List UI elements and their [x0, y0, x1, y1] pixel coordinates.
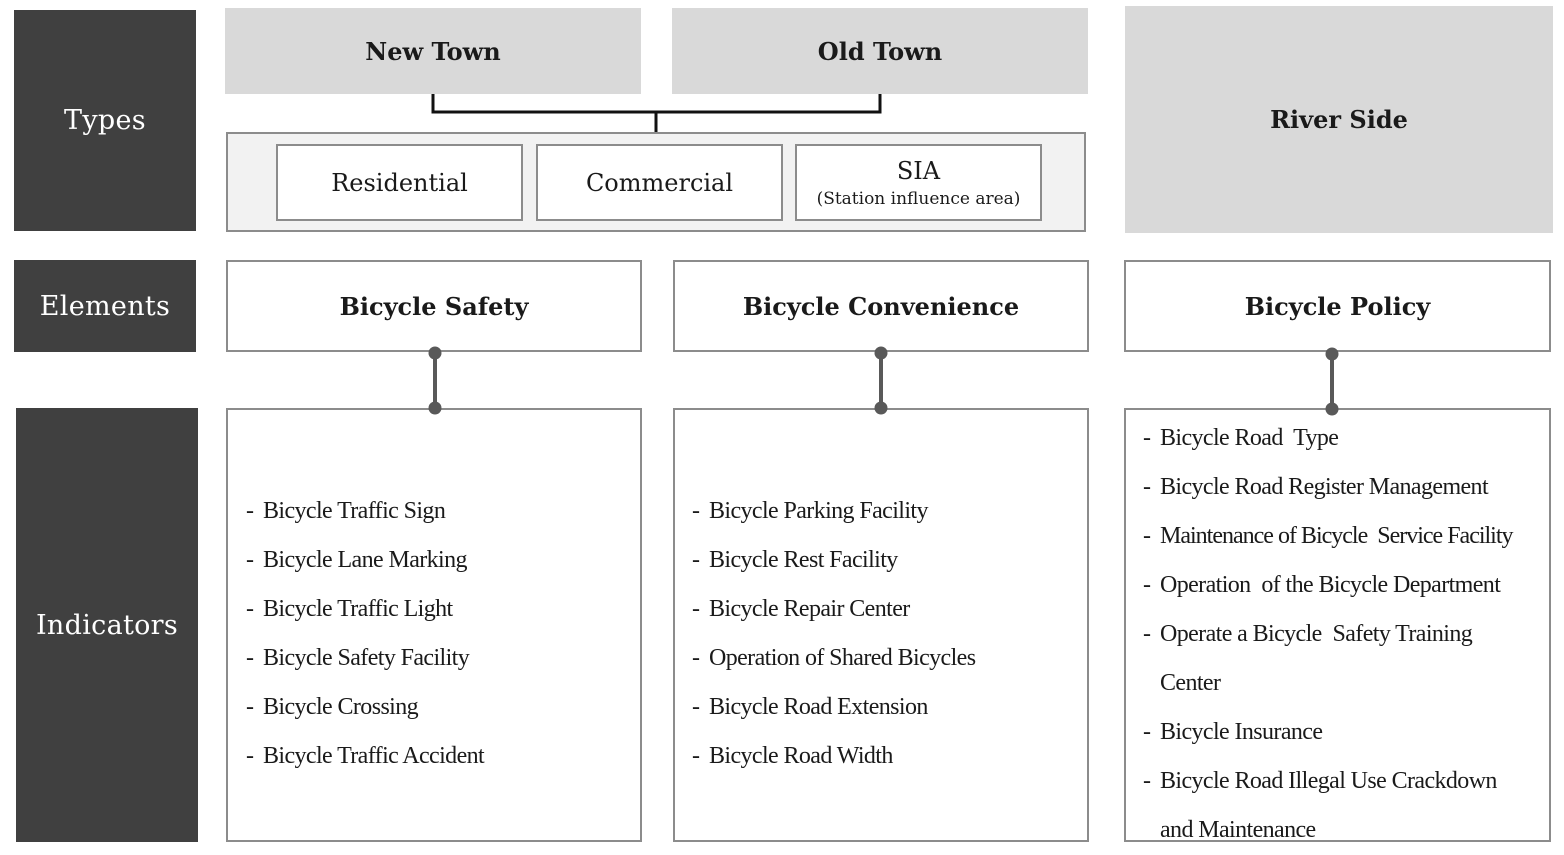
- indicator-text: Operation of Shared Bicycles: [709, 645, 976, 671]
- indicator-text: Bicycle Traffic Accident: [263, 743, 485, 769]
- list-item: -Bicycle Traffic Light: [246, 585, 484, 634]
- indicator-text: Bicycle Road Type: [1160, 425, 1339, 451]
- convenience-connector: [874, 346, 888, 415]
- list-dash: -: [1143, 523, 1151, 549]
- list-dash: -: [246, 547, 254, 573]
- list-item: -Bicycle Traffic Sign: [246, 487, 484, 536]
- row-label-elements: Elements: [14, 260, 196, 352]
- list-dash: -: [692, 547, 700, 573]
- list-dash: -: [1143, 768, 1151, 794]
- list-dash: -: [1143, 719, 1151, 745]
- indicator-text: Bicycle Lane Marking: [263, 547, 468, 573]
- indicators-policy-list: -Bicycle Road Type -Bicycle Road Registe…: [1143, 414, 1535, 855]
- type-old-town: Old Town: [672, 8, 1088, 94]
- list-item: -Bicycle Road Type: [1143, 414, 1535, 463]
- list-item: -Bicycle Parking Facility: [692, 487, 975, 536]
- list-item: -Bicycle Road Width: [692, 732, 975, 781]
- list-item: -Bicycle Repair Center: [692, 585, 975, 634]
- indicators-safety-list: -Bicycle Traffic Sign -Bicycle Lane Mark…: [246, 487, 485, 781]
- indicator-text: Maintenance of Bicycle Service Facility: [1160, 523, 1514, 549]
- indicator-text: Bicycle Rest Facility: [709, 547, 898, 573]
- list-dash: -: [692, 645, 700, 671]
- indicator-text: Bicycle Traffic Light: [263, 596, 453, 622]
- indicator-text: Operate a Bicycle Safety Training Center: [1160, 621, 1478, 696]
- row-label-types: Types: [14, 10, 196, 231]
- list-item: -Bicycle Road Register Management: [1143, 463, 1535, 512]
- indicator-text: Operation of the Bicycle Department: [1160, 572, 1501, 598]
- type-river-side: River Side: [1125, 6, 1553, 233]
- row-label-elements-text: Elements: [39, 290, 171, 322]
- list-dash: -: [1143, 621, 1151, 647]
- type-river-side-label: River Side: [1270, 105, 1408, 134]
- indicator-text: Bicycle Road Register Management: [1160, 474, 1489, 500]
- list-item: -Operation of Shared Bicycles: [692, 634, 976, 683]
- indicator-text: Bicycle Safety Facility: [263, 645, 470, 671]
- indicator-text: Bicycle Crossing: [263, 694, 419, 720]
- list-dash: -: [246, 645, 254, 671]
- row-label-indicators-text: Indicators: [35, 609, 179, 641]
- indicators-policy-box: -Bicycle Road Type -Bicycle Road Registe…: [1124, 408, 1551, 843]
- indicators-safety-box: -Bicycle Traffic Sign -Bicycle Lane Mark…: [226, 408, 642, 842]
- list-dash: -: [246, 694, 254, 720]
- list-dash: -: [246, 596, 254, 622]
- list-dash: -: [246, 498, 254, 524]
- element-bicycle-convenience-label: Bicycle Convenience: [742, 291, 1020, 321]
- list-item: -Operate a Bicycle Safety Training Cente…: [1143, 610, 1535, 708]
- type-new-town: New Town: [225, 8, 641, 94]
- list-dash: -: [246, 743, 254, 769]
- element-bicycle-policy: Bicycle Policy: [1124, 260, 1551, 352]
- list-item: -Bicycle Road Extension: [692, 683, 975, 732]
- indicator-text: Bicycle Parking Facility: [709, 498, 928, 524]
- list-dash: -: [692, 596, 700, 622]
- list-item: -Bicycle Crossing: [246, 683, 484, 732]
- land-use-commercial: Commercial: [536, 144, 783, 221]
- indicators-convenience-list: -Bicycle Parking Facility -Bicycle Rest …: [692, 487, 976, 781]
- land-use-sia-label: SIA: [896, 156, 941, 185]
- indicator-text: Bicycle Road Width: [709, 743, 893, 769]
- list-item: -Bicycle Traffic Accident: [246, 732, 485, 781]
- list-item: -Maintenance of Bicycle Service Facility: [1143, 512, 1535, 561]
- list-dash: -: [692, 498, 700, 524]
- indicator-text: Bicycle Road Extension: [709, 694, 928, 720]
- list-dash: -: [1143, 425, 1151, 451]
- land-use-sia-note: (Station influence area): [816, 188, 1021, 209]
- indicator-text: Bicycle Traffic Sign: [263, 498, 446, 524]
- list-item: -Bicycle Insurance: [1143, 708, 1535, 757]
- land-use-sia: SIA (Station influence area): [795, 144, 1042, 221]
- indicator-text: Bicycle Insurance: [1160, 719, 1323, 745]
- row-label-indicators: Indicators: [16, 408, 198, 842]
- policy-connector: [1325, 347, 1339, 416]
- list-dash: -: [692, 743, 700, 769]
- indicator-text: Bicycle Repair Center: [709, 596, 910, 622]
- row-label-types-text: Types: [64, 105, 146, 136]
- indicator-text: Bicycle Road Illegal Use Crackdown and M…: [1160, 768, 1497, 843]
- list-dash: -: [692, 694, 700, 720]
- land-use-commercial-label: Commercial: [585, 168, 734, 197]
- element-bicycle-policy-label: Bicycle Policy: [1244, 291, 1431, 321]
- type-old-town-label: Old Town: [817, 36, 943, 66]
- list-item: -Bicycle Safety Facility: [246, 634, 484, 683]
- element-bicycle-safety-label: Bicycle Safety: [339, 291, 529, 321]
- town-bracket-connector: [431, 94, 882, 114]
- element-bicycle-safety: Bicycle Safety: [226, 260, 642, 352]
- land-use-residential-label: Residential: [331, 168, 468, 197]
- list-item: -Operation of the Bicycle Department: [1143, 561, 1535, 610]
- land-use-residential: Residential: [276, 144, 523, 221]
- safety-connector: [428, 346, 442, 415]
- list-item: -Bicycle Rest Facility: [692, 536, 975, 585]
- element-bicycle-convenience: Bicycle Convenience: [673, 260, 1089, 352]
- list-item: -Bicycle Road Illegal Use Crackdown and …: [1143, 757, 1535, 855]
- list-dash: -: [1143, 572, 1151, 598]
- type-new-town-label: New Town: [365, 36, 501, 66]
- list-dash: -: [1143, 474, 1151, 500]
- list-item: -Bicycle Lane Marking: [246, 536, 484, 585]
- indicators-convenience-box: -Bicycle Parking Facility -Bicycle Rest …: [673, 408, 1089, 842]
